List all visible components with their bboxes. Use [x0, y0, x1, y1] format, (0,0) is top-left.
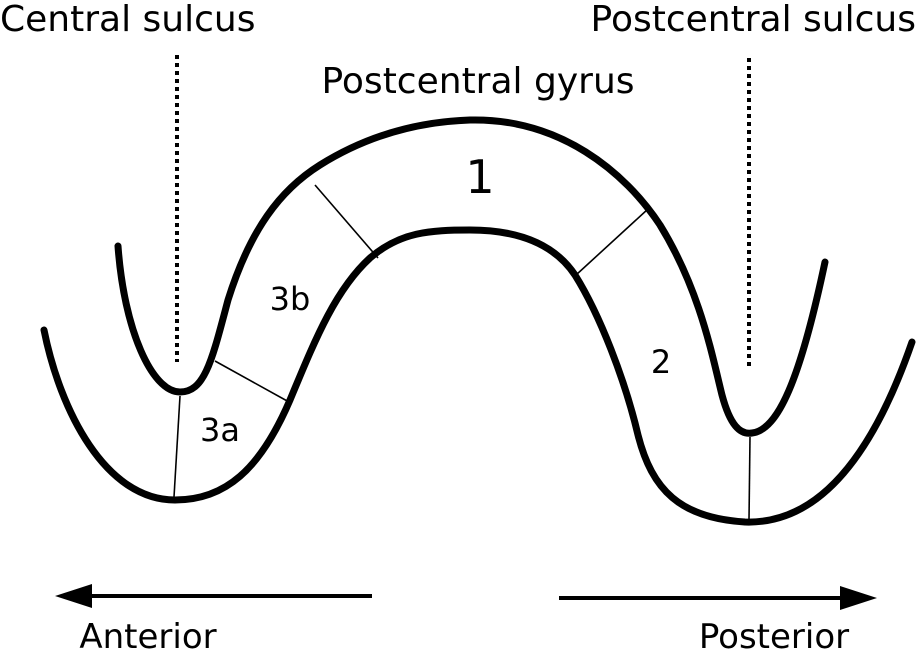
area-3a-label: 3a: [200, 411, 240, 449]
boundary-2-base: [748, 436, 751, 521]
boundary-1-2: [575, 208, 649, 276]
boundary-3a-3b: [214, 360, 290, 403]
outer-cortex-outline: [114, 116, 829, 437]
boundary-3a-base: [173, 395, 181, 498]
postcentral-sulcus-label: Postcentral sulcus: [591, 0, 916, 40]
central-sulcus-label: Central sulcus: [0, 0, 255, 40]
area-1-label: 1: [465, 150, 494, 204]
anterior-label: Anterior: [79, 617, 216, 652]
area-2-label: 2: [651, 343, 671, 381]
posterior-label: Posterior: [699, 617, 849, 652]
area-3b-label: 3b: [270, 280, 311, 318]
boundary-3b-1: [314, 184, 379, 259]
postcentral-gyrus-label: Postcentral gyrus: [321, 61, 634, 102]
inner-cortex-outline: [40, 226, 916, 526]
anterior-arrow-head: [55, 584, 92, 608]
posterior-arrow-head: [840, 586, 877, 610]
